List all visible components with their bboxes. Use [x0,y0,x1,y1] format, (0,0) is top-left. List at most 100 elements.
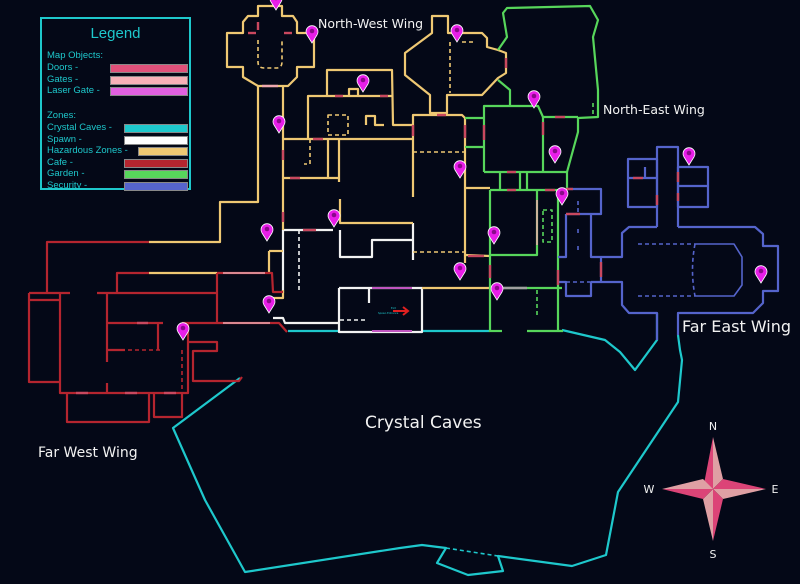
wall [338,199,413,225]
map-pin-icon[interactable] [548,145,562,164]
legend-map-objects-heading: Map Objects: [47,50,103,61]
legend-item-label: Crystal Caves - [47,122,112,133]
zone-security [558,145,780,340]
map-pin-dot [457,265,463,271]
wall [561,313,659,372]
wall-dashed [304,139,311,165]
map-pin-dot [531,93,537,99]
wall [273,316,339,325]
map-pin-dot [457,163,463,169]
zone-garden [465,4,600,333]
label-far-east-wing: Far East Wing [682,317,791,336]
wall [347,87,360,96]
wall [306,94,393,139]
far-east-hall [676,225,780,335]
map-pin-dot [276,118,282,124]
legend-swatch [110,75,188,85]
map-pin-icon[interactable] [555,187,569,206]
compass-s: S [710,548,717,561]
map-pin-icon[interactable] [754,265,768,284]
map-pin-dot [309,28,315,34]
legend-swatch [110,87,188,97]
wall [58,294,190,395]
wall-dashed [691,243,696,297]
doors [76,22,680,395]
wall [655,145,680,227]
legend-item-label: Hazardous Zones - [47,145,128,157]
map-pin-icon[interactable] [176,322,190,341]
wall [484,170,569,190]
compass-e: E [772,483,779,496]
map-pin-icon[interactable] [327,209,341,228]
map-pin-icon[interactable] [453,160,467,179]
compass-w: W [644,483,655,496]
map-pin-icon[interactable] [272,115,286,134]
legend-title: Legend [90,25,141,42]
map-markers [176,0,768,341]
legend-swatch [124,135,188,145]
wall [115,271,149,293]
legend-item-label: Security - [47,180,88,191]
label-crystal-caves: Crystal Caves [365,413,482,433]
room [626,157,659,209]
legend-swatch [124,158,188,168]
legend-item-label: Doors - [47,62,79,73]
map-pin-dot [331,212,337,218]
cave-outline [171,334,684,577]
wall-dashed [257,40,283,69]
map-pin-dot [266,298,272,304]
wall [338,230,412,259]
legend-swatch [124,124,188,133]
compass-rose-icon: N E S W [644,420,779,561]
map-pin-dot [559,190,565,196]
zone-hazardous [149,4,508,300]
wall [591,280,659,340]
legend-swatch [124,182,188,191]
map-pin-icon[interactable] [356,74,370,93]
wall [217,271,283,294]
wall [152,393,184,419]
legend-item-label: Gates - [47,73,79,85]
map-pin-icon[interactable] [490,282,504,301]
north-octagon-room [403,14,508,115]
compass-n: N [709,420,717,433]
north-west-cross-room [225,4,316,88]
wall [65,393,151,424]
map-pin-icon[interactable] [305,25,319,44]
map-pin-icon[interactable] [269,0,283,11]
wall [497,79,512,105]
label-north-west-wing: North-West Wing [318,16,423,31]
wall [325,68,413,127]
legend: Legend Map Objects: Doors -Gates -Laser … [40,17,191,191]
map-pin-icon[interactable] [453,262,467,281]
legend-swatch [110,64,188,73]
corridor [149,86,260,244]
map-pin-icon[interactable] [260,223,274,242]
map-pin-dot [454,27,460,33]
map-pin-icon[interactable] [527,90,541,109]
wall [45,240,149,293]
legend-swatch [138,147,188,157]
legend-item-label: Spawn - [47,133,82,145]
map-pin-dot [552,148,558,154]
zone-crystal-caves [171,313,684,577]
wall [566,187,657,259]
map-pin-dot [180,325,186,331]
map-pin-dot [360,77,366,83]
wall [364,114,384,127]
map-pin-icon[interactable] [487,226,501,245]
wall [188,340,243,383]
map-pin-dot [686,150,692,156]
map-pin-dot [494,285,500,291]
map-pin-icon[interactable] [262,295,276,314]
wall [490,190,539,257]
map-pin-icon[interactable] [682,147,696,166]
map-pin-dot [758,268,764,274]
legend-item-label: Cafe - [47,156,73,168]
cave-gap [445,547,499,557]
wall [558,280,593,298]
map-pin-icon[interactable] [450,24,464,43]
wall [558,214,568,259]
label-far-west-wing: Far West Wing [38,445,138,461]
